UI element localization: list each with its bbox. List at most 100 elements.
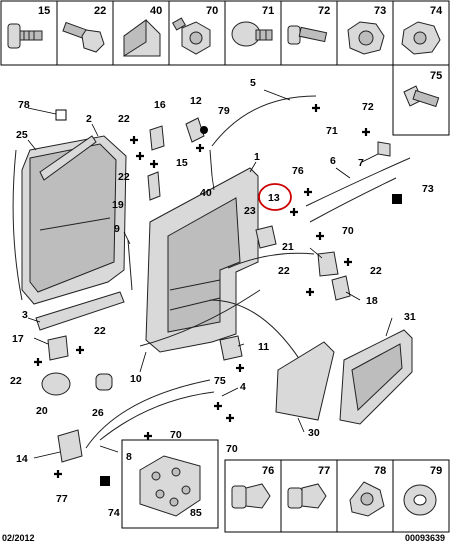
bolt-76-icon [231,483,271,509]
lower-rail-8 [85,379,211,449]
nut-73-placed [392,194,402,204]
bracket-12 [185,117,205,143]
side-part-75-cell: 75 [392,64,450,136]
callout-3: 3 [22,309,28,321]
callout-17: 17 [12,333,24,345]
bracket-14 [57,429,83,463]
callout-25: 25 [16,129,28,141]
cell-label-40: 40 [150,5,162,17]
upper-rail-5 [211,95,317,147]
callout-13: 13 [268,192,280,204]
screw-15-icon [7,23,43,49]
bracket-7 [377,141,391,157]
nut-74-placed [100,476,110,486]
lock-17 [47,335,69,361]
callout-40: 40 [200,187,212,199]
callout-21: 21 [282,241,294,253]
callout-22a: 22 [118,113,130,125]
guide-11 [219,335,243,361]
callout-78: 78 [18,99,30,111]
callout-23: 23 [244,205,256,217]
callout-20: 20 [36,405,48,417]
callout-12: 12 [190,95,202,107]
callout-11: 11 [258,341,269,353]
seal-9 [127,239,133,291]
callout-6: 6 [330,155,336,167]
panel-30 [275,341,335,421]
latch-20 [41,372,71,396]
callout-72: 72 [362,101,374,113]
callout-30: 30 [308,427,320,439]
callout-70a: 70 [342,225,354,237]
bolt-22-icon [62,21,105,53]
callout-79: 79 [218,105,230,117]
callout-75: 75 [214,375,226,387]
callout-22c: 22 [370,265,382,277]
handle-19 [147,171,161,201]
lower-rail-4 [99,391,215,441]
clip-40-icon [123,19,161,57]
callout-70b: 70 [170,429,182,441]
callout-19: 19 [112,199,124,211]
track-10 [139,289,261,347]
clip-71-icon [231,21,273,47]
footer-date: 02/2012 [2,533,35,543]
clip-78-icon [349,481,385,517]
header-parts-strip: 15 22 40 70 71 72 73 74 [0,0,450,66]
clip-40-line [209,149,213,177]
highlight-ring-13 [258,183,292,211]
bracket-23 [255,225,277,249]
strip-78 [39,135,97,181]
door-panel-2 [21,135,127,305]
cell-label-74: 74 [430,5,443,17]
trim-strip-3 [35,291,125,331]
callout-16: 16 [154,99,166,111]
callout-77: 77 [56,493,68,505]
cell-label-75: 75 [430,70,442,82]
cap-73-icon [347,21,385,55]
callout-15: 15 [176,157,188,169]
callout-22e: 22 [94,325,106,337]
callout-71: 71 [326,125,338,137]
bolt-77-icon [287,483,327,509]
footer-reference: 00093639 [405,533,445,543]
rail-6 [305,157,411,207]
callout-70c: 70 [226,443,238,455]
panel-31-inner [351,343,403,412]
clip-kit-85 [121,439,219,529]
callout-1: 1 [254,151,260,163]
callout-76: 76 [292,165,304,177]
track-mid [209,299,301,361]
footer-parts-strip: 76 77 78 79 [224,459,450,533]
cell-label-79: 79 [430,465,442,477]
callout-14: 14 [16,453,28,465]
cell-label-15: 15 [38,5,50,17]
cell-label-77: 77 [318,465,330,477]
plug-79 [200,126,208,134]
cell-label-73: 73 [374,5,386,17]
callout-26: 26 [92,407,104,419]
cell-label-70: 70 [206,5,218,17]
cap-78 [55,109,67,121]
callout-10: 10 [130,373,142,385]
callout-74: 74 [108,507,120,519]
bracket-18 [331,275,351,301]
callout-5: 5 [250,77,256,89]
callout-22b: 22 [118,171,130,183]
handle-16 [149,125,165,151]
callout-22f: 22 [10,375,22,387]
nut-70-icon [171,17,211,55]
callout-31: 31 [404,311,416,323]
callout-85: 85 [190,507,202,519]
bracket-21 [317,251,339,277]
bolt-72-icon [287,25,328,45]
roller-26 [95,373,113,391]
callout-18: 18 [366,295,378,307]
callout-9: 9 [114,223,120,235]
cell-label-71: 71 [262,5,274,17]
callout-2: 2 [86,113,92,125]
leader-lines [27,89,393,459]
callout-73: 73 [422,183,434,195]
body-frame-1 [145,167,259,353]
